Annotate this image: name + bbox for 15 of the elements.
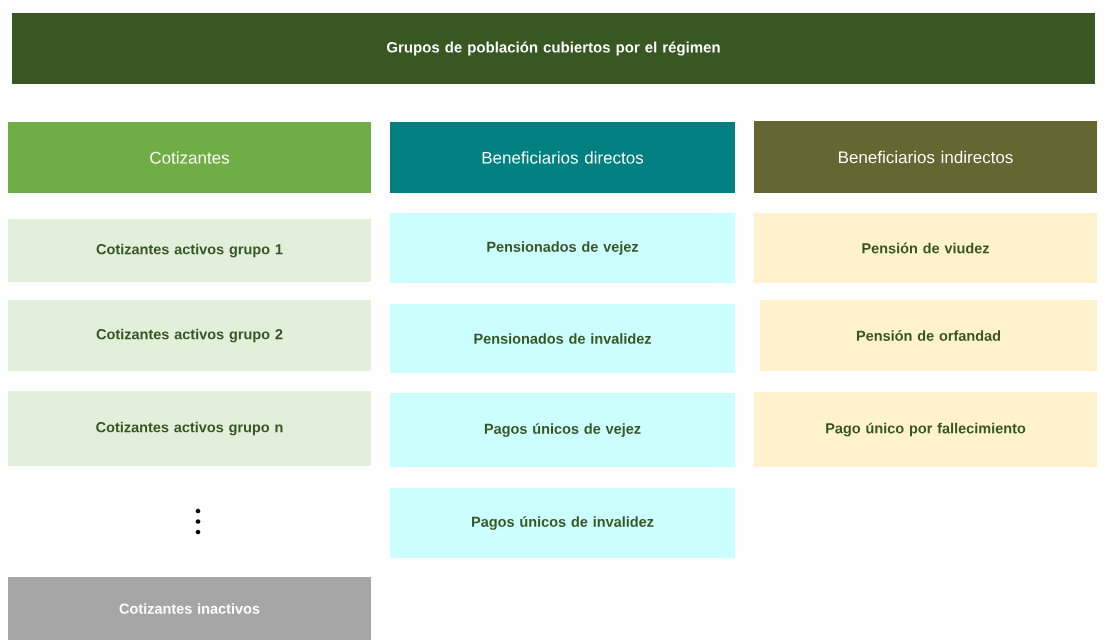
group-box: Pagos únicos de vejez: [390, 393, 735, 467]
group-box: Pagos únicos de invalidez: [390, 488, 735, 558]
group-box: Pensión de viudez: [754, 213, 1097, 283]
group-box: Cotizantes activos grupo 2: [8, 300, 371, 371]
group-box: Pensionados de vejez: [390, 213, 735, 283]
group-box: Pensión de orfandad: [760, 300, 1097, 371]
group-box: Cotizantes activos grupo 1: [8, 219, 371, 282]
group-box: Cotizantes activos grupo n: [8, 391, 371, 466]
column-header: Beneficiarios indirectos: [754, 121, 1097, 193]
group-box: Pago único por fallecimiento: [754, 392, 1097, 467]
group-box: Pensionados de invalidez: [390, 304, 735, 373]
title-band: Grupos de población cubiertos por el régimen: [12, 13, 1095, 84]
group-box: Cotizantes inactivos: [8, 577, 371, 640]
column-header: Beneficiarios directos: [390, 122, 735, 193]
column-header: Cotizantes: [8, 122, 371, 193]
